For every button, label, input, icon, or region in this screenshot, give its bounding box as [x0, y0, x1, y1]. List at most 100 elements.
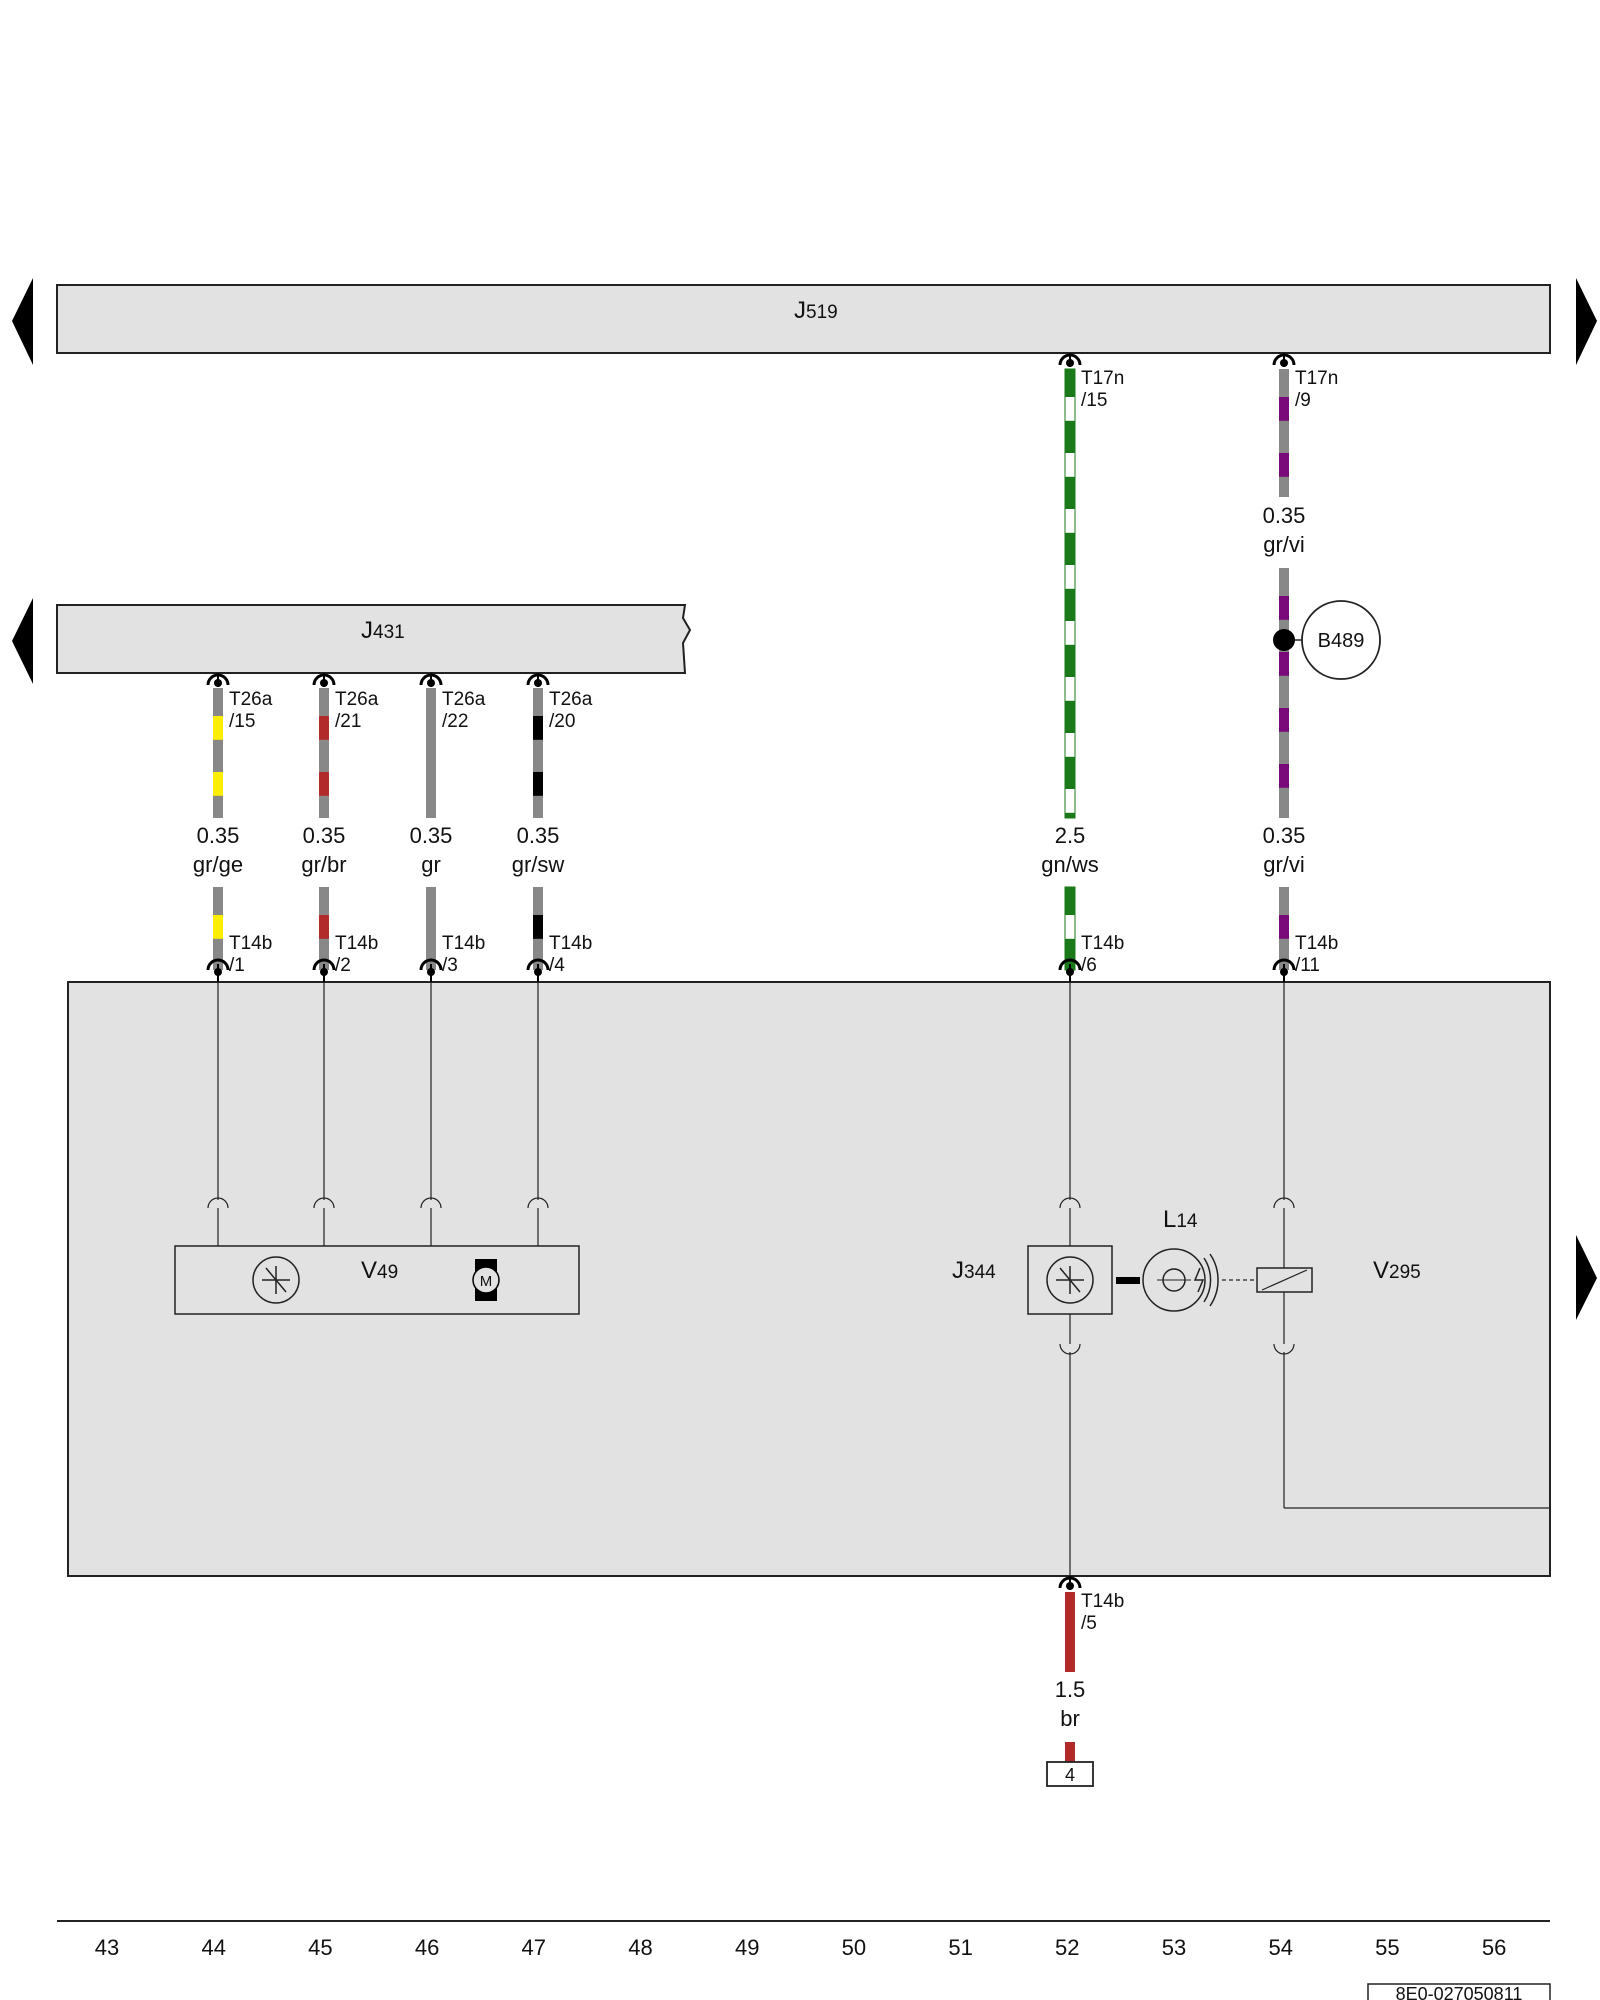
w2-bottom-connector: T14b [335, 933, 378, 954]
ground-wire-color-code: br [1060, 1706, 1080, 1731]
j431-control-unit [56, 604, 692, 674]
j344-sensor-icon [1046, 1256, 1094, 1304]
j519-label: J519 [794, 297, 838, 324]
w6-bottom-connector: T14b [1295, 933, 1338, 954]
w4-top-connector: T26a [549, 689, 593, 710]
w5-internal-arc [1059, 1197, 1081, 1209]
w6-top-segment [1279, 369, 1289, 497]
w5-top-plug [1058, 353, 1082, 367]
w1-upper-segment [213, 688, 223, 818]
b489-splice-point [1273, 629, 1295, 651]
w4-size: 0.35 [517, 823, 560, 848]
w3-lower-segment [426, 887, 436, 970]
w1-top-plug [206, 673, 230, 687]
w2-internal-arc [313, 1197, 335, 1209]
w4-top-plug [526, 673, 550, 687]
w2-top-connector: T26a [335, 689, 379, 710]
w2-top-pin: /21 [335, 711, 361, 732]
next-page-arrow-low[interactable] [1576, 1235, 1597, 1320]
column-number: 54 [1268, 1935, 1292, 1960]
column-number: 56 [1482, 1935, 1506, 1960]
w1-bottom-connector: T14b [229, 933, 272, 954]
w5-color-code: gn/ws [1041, 852, 1098, 877]
w2-upper-segment [319, 688, 329, 818]
lower-module-housing [67, 981, 1551, 1577]
v49-sensor-icon [252, 1256, 300, 1304]
w3-color-code: gr [421, 852, 441, 877]
column-number: 53 [1162, 1935, 1186, 1960]
w3-top-pin: /22 [442, 711, 468, 732]
w6-upper-segment [1279, 568, 1289, 818]
v49-component [174, 1245, 580, 1315]
w1-top-pin: /15 [229, 711, 255, 732]
column-number: 43 [95, 1935, 119, 1960]
w1-internal-arc [207, 1197, 229, 1209]
j431-label: J431 [361, 617, 405, 644]
ground-wire-connector: T14b [1081, 1591, 1124, 1612]
doc-id-label: 8E0-027050811 [1396, 1984, 1523, 2000]
w4-internal-arc [527, 1197, 549, 1209]
w5-bottom-pin: /6 [1081, 955, 1097, 976]
w6-top-pin: /9 [1295, 390, 1311, 411]
motor-icon: M [472, 1259, 500, 1301]
w1-lower-segment [213, 887, 223, 970]
column-number: 52 [1055, 1935, 1079, 1960]
w3-internal-arc [420, 1197, 442, 1209]
w1-top-connector: T26a [229, 689, 273, 710]
w5-top-pin: /15 [1081, 390, 1107, 411]
w2-size: 0.35 [303, 823, 346, 848]
ground-wire-size: 1.5 [1055, 1677, 1086, 1702]
j344-l14-link [1116, 1277, 1140, 1284]
w1-size: 0.35 [197, 823, 240, 848]
w5-bottom-plug [1058, 958, 1082, 982]
w6-top-connector: T17n [1295, 368, 1338, 389]
w1-color-code: gr/ge [193, 852, 243, 877]
w4-bottom-plug [526, 958, 550, 982]
w6-color-code: gr/vi [1263, 852, 1305, 877]
w2-top-plug [312, 673, 336, 687]
w4-top-pin: /20 [549, 711, 575, 732]
w6-bottom-pin: /11 [1295, 955, 1320, 976]
column-number: 47 [522, 1935, 546, 1960]
prev-page-arrow-mid[interactable] [12, 598, 33, 684]
j519-control-unit [56, 284, 1551, 354]
w6-top-plug [1272, 353, 1296, 367]
w2-bottom-pin: /2 [335, 955, 351, 976]
ground-wire-upper-segment [1065, 1592, 1075, 1672]
w2-lower-segment [319, 887, 329, 970]
column-number: 45 [308, 1935, 332, 1960]
w4-bottom-pin: /4 [549, 955, 565, 976]
w3-bottom-connector: T14b [442, 933, 485, 954]
w4-lower-segment [533, 887, 543, 970]
column-number: 49 [735, 1935, 759, 1960]
w2-bottom-plug [312, 958, 336, 982]
v49-label: V49 [361, 1257, 398, 1284]
w1-bottom-plug [206, 958, 230, 982]
column-number: 55 [1375, 1935, 1399, 1960]
j344-component [1027, 1245, 1113, 1315]
column-number: 51 [948, 1935, 972, 1960]
w5-upper-segment [1064, 368, 1076, 819]
l14-lamp-icon [1142, 1248, 1219, 1312]
w6-upper-color-code: gr/vi [1263, 532, 1305, 557]
w5-top-connector: T17n [1081, 368, 1124, 389]
next-page-arrow-top[interactable] [1576, 278, 1597, 365]
w3-upper-segment [426, 688, 436, 818]
doc-id-box [1367, 1983, 1551, 2000]
v295-relay-coil [1256, 1267, 1313, 1293]
w3-bottom-pin: /3 [442, 955, 458, 976]
w4-upper-segment [533, 688, 543, 818]
b489-label: B489 [1318, 630, 1365, 652]
v295-label: V295 [1373, 1257, 1421, 1284]
svg-text:M: M [480, 1273, 493, 1290]
w6-bottom-plug [1272, 958, 1296, 982]
w3-bottom-plug [419, 958, 443, 982]
w1-bottom-pin: /1 [229, 955, 245, 976]
prev-page-arrow-top[interactable] [12, 278, 33, 365]
j344-label: J344 [952, 1257, 996, 1284]
w6-size: 0.35 [1263, 823, 1306, 848]
column-number: 48 [628, 1935, 652, 1960]
ground-wire-pin: /5 [1081, 1613, 1097, 1634]
